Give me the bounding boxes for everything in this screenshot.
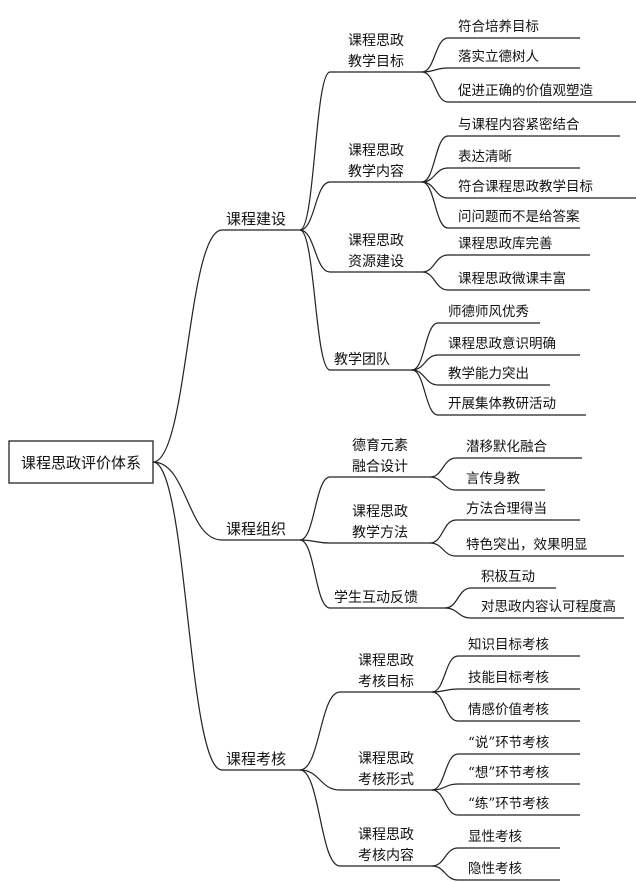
topic-1-2-label-line-0: 学生互动反馈: [334, 590, 418, 606]
leaf-0-1-0-label: 与课程内容紧密结合: [458, 116, 580, 133]
edge-branch-2-to-topic-0: [299, 691, 341, 771]
topic-2-1-label-line-1: 考核形式: [358, 772, 414, 788]
leaf-2-0-1-label: 技能目标考核: [468, 670, 549, 686]
leaf-0-1-2-label: 符合课程思政教学目标: [458, 179, 593, 195]
edge-topic-2-1-to-leaf-0: [431, 753, 459, 791]
topic-1-1-label-line-1: 教学方法: [352, 525, 408, 541]
edge-branch-0-to-topic-0: [299, 71, 331, 231]
edge-branch-2-to-topic-2: [299, 769, 341, 867]
root-node-box: [8, 440, 154, 484]
edge-topic-1-1-to-leaf-1: [429, 542, 457, 557]
leaf-0-3-0-label: 师德师风优秀: [448, 304, 529, 320]
leaf-1-1-1-label: 特色突出，效果明显: [466, 536, 588, 553]
branch-0-label: 课程建设: [226, 210, 286, 228]
leaf-2-1-1-label: “想”环节考核: [468, 765, 549, 781]
leaf-2-0-2-label: 情感价值考核: [468, 701, 549, 718]
leaf-2-1-0-label: “说”环节考核: [468, 735, 549, 751]
edge-root-to-branch-0: [152, 229, 223, 463]
edge-branch-0-to-topic-1: [299, 181, 331, 231]
leaf-0-0-1-label: 落实立德树人: [458, 49, 539, 65]
edge-topic-1-0-to-leaf-0: [429, 457, 457, 478]
edge-topic-2-1-to-leaf-2: [431, 789, 459, 816]
leaf-2-2-0-label: 显性考核: [468, 829, 522, 845]
edge-branch-1-to-topic-2: [299, 539, 331, 609]
topic-0-1-label-line-1: 教学内容: [348, 163, 404, 180]
leaf-0-1-3-label: 问问题而不是给答案: [458, 208, 580, 225]
leaf-0-0-2-label: 促进正确的价值观塑造: [458, 83, 593, 99]
edge-topic-0-3-to-leaf-3: [411, 369, 439, 416]
edge-branch-1-to-topic-1: [299, 539, 331, 544]
leaf-1-1-0-label: 方法合理得当: [466, 500, 547, 517]
topic-1-0-label-line-0: 德育元素: [352, 438, 408, 454]
leaf-1-0-1-label: 言传身教: [466, 471, 520, 487]
root-node-label: 课程思政评价体系: [21, 454, 141, 472]
edge-topic-1-1-to-leaf-0: [429, 519, 457, 544]
topic-0-2-label-line-0: 课程思政: [348, 233, 404, 249]
leaf-1-0-0-label: 潜移默化融合: [466, 439, 547, 455]
edge-branch-0-to-topic-2: [299, 229, 331, 273]
edge-topic-0-1-to-leaf-1: [421, 167, 449, 183]
topic-2-2-label-line-0: 课程思政: [358, 827, 414, 843]
leaf-1-2-0-label: 积极互动: [481, 569, 535, 585]
leaf-2-0-0-label: 知识目标考核: [468, 636, 549, 653]
branch-1-label: 课程组织: [226, 520, 286, 538]
edge-topic-0-1-to-leaf-0: [421, 135, 449, 183]
edge-topic-0-3-to-leaf-1: [411, 354, 439, 371]
topic-1-1-label-line-0: 课程思政: [352, 504, 408, 520]
edge-root-to-branch-1: [152, 461, 223, 541]
leaf-0-3-1-label: 课程思政意识明确: [448, 335, 556, 352]
leaf-1-2-1-label: 对思政内容认可程度高: [481, 598, 616, 615]
topic-0-0-label-line-1: 教学目标: [348, 54, 404, 70]
leaf-0-1-1-label: 表达清晰: [458, 149, 512, 165]
branch-2-label: 课程考核: [226, 750, 286, 768]
topic-0-3-label-line-0: 教学团队: [334, 352, 390, 368]
leaf-0-3-2-label: 教学能力突出: [448, 366, 529, 382]
edge-topic-2-1-to-leaf-1: [431, 783, 459, 791]
topic-2-0-label-line-1: 考核目标: [358, 674, 414, 690]
leaf-0-2-0-label: 课程思政库完善: [458, 236, 553, 252]
topic-1-0-label-line-1: 融合设计: [352, 459, 408, 475]
topic-2-0-label-line-0: 课程思政: [358, 653, 414, 669]
edge-topic-0-0-to-leaf-2: [421, 71, 449, 103]
topic-0-0-label-line-0: 课程思政: [348, 33, 404, 49]
leaf-2-1-2-label: “练”环节考核: [468, 796, 549, 812]
edge-branch-0-to-topic-3: [299, 229, 331, 371]
edge-topic-1-2-to-leaf-1: [444, 607, 472, 619]
edge-topic-0-2-to-leaf-1: [421, 271, 449, 291]
leaf-2-2-1-label: 隐性考核: [468, 861, 522, 877]
edge-root-to-branch-2: [152, 461, 223, 771]
edge-topic-1-2-to-leaf-0: [444, 587, 472, 609]
edge-topic-2-0-to-leaf-0: [431, 655, 459, 693]
edge-branch-1-to-topic-0: [299, 476, 331, 541]
edge-topic-0-2-to-leaf-0: [421, 254, 449, 273]
leaf-0-0-0-label: 符合培养目标: [458, 19, 539, 35]
edge-topic-0-0-to-leaf-1: [421, 67, 449, 73]
edge-topic-0-3-to-leaf-0: [411, 322, 439, 371]
edge-branch-2-to-topic-1: [299, 769, 341, 791]
topic-2-1-label-line-0: 课程思政: [358, 751, 414, 767]
edge-topic-1-0-to-leaf-1: [429, 476, 457, 491]
leaf-0-2-1-label: 课程思政微课丰富: [458, 270, 566, 287]
leaf-0-3-3-label: 开展集体教研活动: [448, 396, 556, 412]
edge-topic-0-1-to-leaf-3: [421, 181, 449, 229]
edge-topic-2-2-to-leaf-0: [431, 847, 459, 867]
topic-0-1-label-line-0: 课程思政: [348, 143, 404, 159]
edge-topic-0-0-to-leaf-0: [421, 37, 449, 73]
edge-topic-2-2-to-leaf-1: [431, 865, 459, 881]
topic-0-2-label-line-1: 资源建设: [348, 254, 404, 270]
topic-2-2-label-line-1: 考核内容: [358, 847, 414, 864]
edge-topic-2-0-to-leaf-2: [431, 691, 459, 722]
